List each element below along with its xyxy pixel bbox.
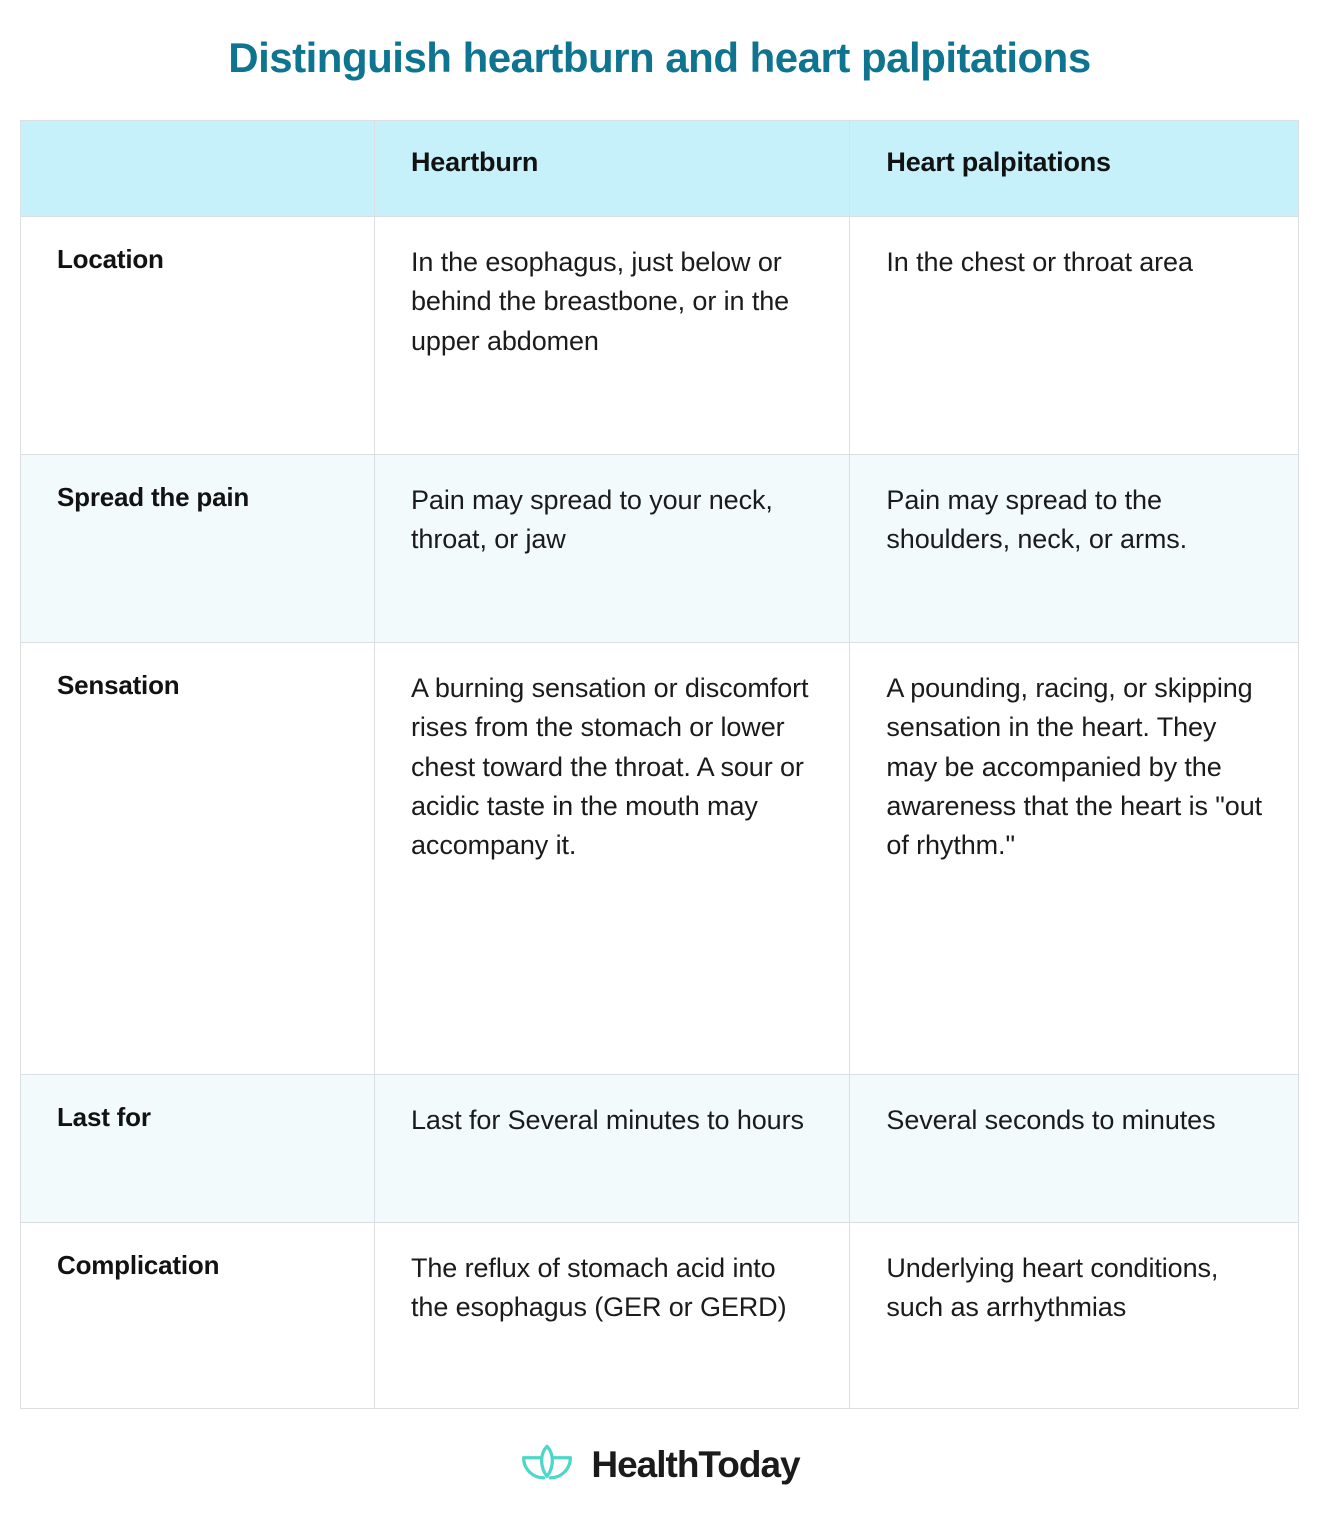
table-row: Spread the pain Pain may spread to your …: [20, 454, 1299, 644]
table-header: Heartburn Heart palpitations: [20, 120, 1299, 218]
table-row: Complication The reflux of stomach acid …: [20, 1222, 1299, 1410]
column-header-heartburn: Heartburn: [373, 120, 851, 218]
brand-name: HealthToday: [591, 1443, 800, 1485]
cell-spread-the-pain-heartburn: Pain may spread to your neck, throat, or…: [373, 454, 851, 644]
table-body: Location In the esophagus, just below or…: [20, 216, 1299, 1410]
cell-location-heartburn: In the esophagus, just below or behind t…: [373, 216, 851, 456]
cell-complication-palpitations: Underlying heart conditions, such as arr…: [849, 1222, 1299, 1410]
lotus-icon: [519, 1443, 575, 1485]
comparison-table: Heartburn Heart palpitations Location In…: [20, 120, 1299, 1410]
comparison-table-container: Heartburn Heart palpitations Location In…: [20, 120, 1299, 1410]
cell-complication-heartburn: The reflux of stomach acid into the esop…: [373, 1222, 851, 1410]
table-row: Location In the esophagus, just below or…: [20, 216, 1299, 456]
cell-sensation-heartburn: A burning sensation or discomfort rises …: [373, 642, 851, 1076]
column-header-blank: [20, 120, 375, 218]
row-label-spread-the-pain: Spread the pain: [20, 454, 375, 644]
table-row: Last for Last for Several minutes to hou…: [20, 1074, 1299, 1224]
cell-spread-the-pain-palpitations: Pain may spread to the shoulders, neck, …: [849, 454, 1299, 644]
page-title: Distinguish heartburn and heart palpitat…: [228, 34, 1091, 81]
cell-location-palpitations: In the chest or throat area: [849, 216, 1299, 456]
table-header-row: Heartburn Heart palpitations: [20, 120, 1299, 218]
row-label-complication: Complication: [20, 1222, 375, 1410]
cell-sensation-palpitations: A pounding, racing, or skipping sensatio…: [849, 642, 1299, 1076]
column-header-palpitations: Heart palpitations: [849, 120, 1299, 218]
row-label-sensation: Sensation: [20, 642, 375, 1076]
cell-last-for-heartburn: Last for Several minutes to hours: [373, 1074, 851, 1224]
footer-branding: HealthToday: [0, 1443, 1319, 1485]
cell-last-for-palpitations: Several seconds to minutes: [849, 1074, 1299, 1224]
row-label-last-for: Last for: [20, 1074, 375, 1224]
row-label-location: Location: [20, 216, 375, 456]
table-row: Sensation A burning sensation or discomf…: [20, 642, 1299, 1076]
